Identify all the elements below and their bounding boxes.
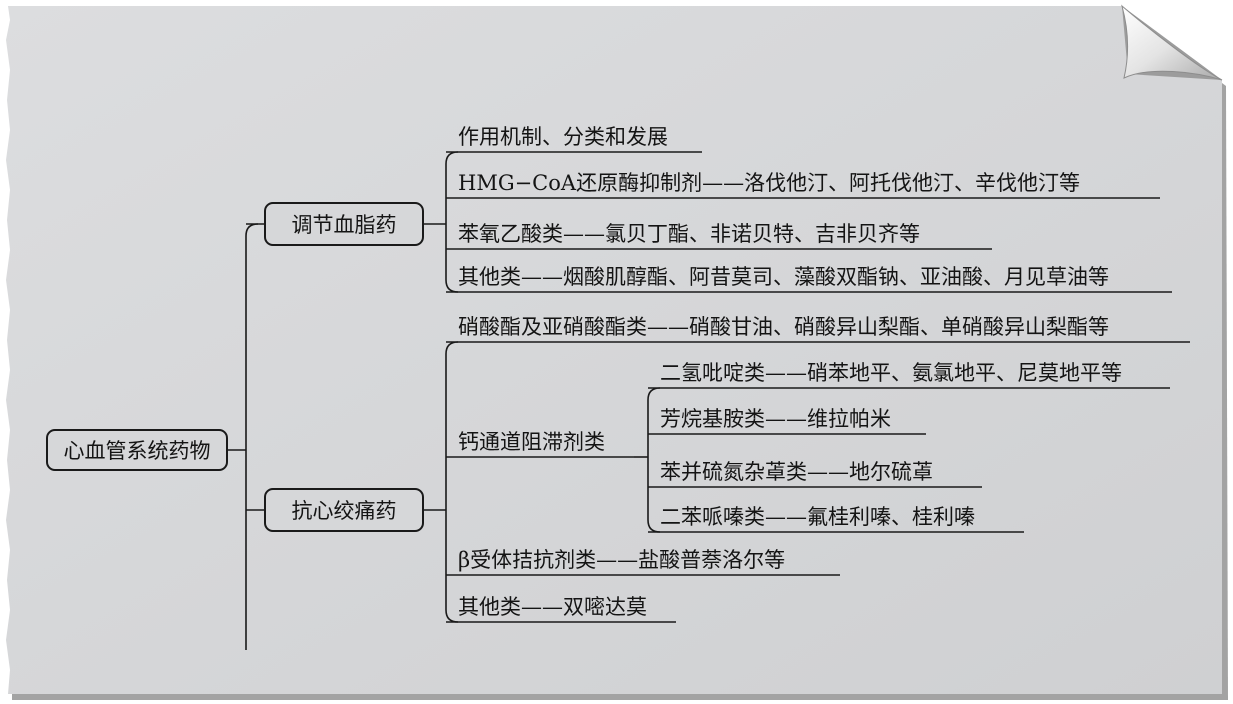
leaf-lipid-others: 其他类——烟酸肌醇酯、阿昔莫司、藻酸双酯钠、亚油酸、月见草油等 [458,265,1109,289]
leaf-angina-calcium: 钙通道阻滞剂类 [458,430,605,454]
branch-label-angina: 抗心绞痛药 [291,499,397,523]
leaf-angina-beta: β受体拮抗剂类——盐酸普萘洛尔等 [458,548,786,572]
branch-node-angina: 抗心绞痛药 [264,488,424,532]
bracket-branch-1 [445,151,459,293]
leaf-ca-diphenylpiperazine: 二苯哌嗪类——氟桂利嗪、桂利嗪 [660,505,975,529]
leaf-ca-dihydropyridine: 二氢吡啶类——硝苯地平、氨氯地平、尼莫地平等 [660,361,1122,385]
page-curl [1121,4,1223,81]
leaf-angina-others: 其他类——双嘧达莫 [458,595,647,619]
leaf-angina-nitrates: 硝酸酯及亚硝酸酯类——硝酸甘油、硝酸异山梨酯、单硝酸异山梨酯等 [458,315,1109,339]
root-node: 心血管系统药物 [46,429,228,471]
bracket-calcium [647,387,661,533]
branch-node-lipid: 调节血脂药 [264,202,424,246]
leaf-lipid-statins: HMG−CoA还原酶抑制剂——洛伐他汀、阿托伐他汀、辛伐他汀等 [458,171,1081,195]
root-label: 心血管系统药物 [63,439,211,463]
bracket-branch-2 [445,341,459,623]
leaf-ca-benzothiazepine: 苯并硫氮杂䓬类——地尔硫䓬 [660,460,933,484]
spine-main [245,223,259,650]
leaf-lipid-mechanism: 作用机制、分类和发展 [458,125,668,149]
leaf-ca-aralkylamine: 芳烷基胺类——维拉帕米 [660,407,891,431]
branch-label-lipid: 调节血脂药 [291,213,397,237]
leaf-lipid-fibrates: 苯氧乙酸类——氯贝丁酯、非诺贝特、吉非贝齐等 [458,222,920,246]
